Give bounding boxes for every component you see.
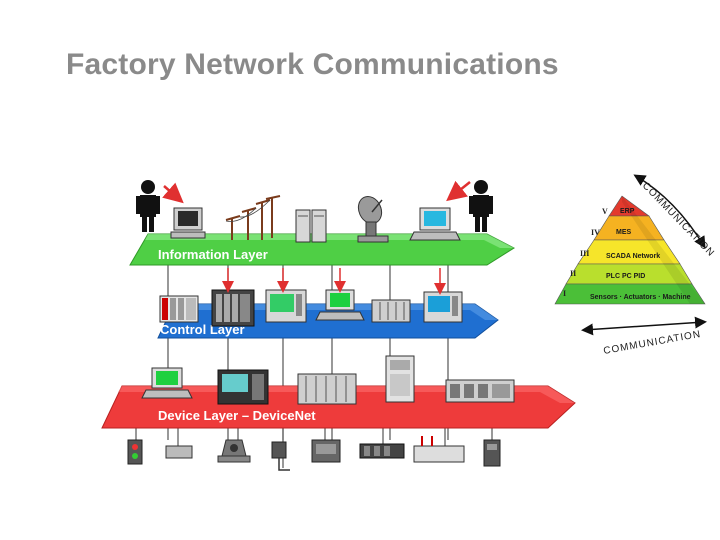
control-rack-icon (211, 289, 255, 327)
sensor-icon (127, 439, 143, 465)
io-module-icon (359, 443, 405, 459)
pyramid-numeral-5: V (602, 207, 608, 216)
feed-arrows (222, 268, 446, 295)
sensor-icon (271, 441, 290, 471)
drive-icon (385, 355, 415, 403)
terminal-block-icon (165, 445, 193, 459)
information-layer-label: Information Layer (158, 247, 268, 262)
pyramid-numeral-1: I (563, 289, 566, 298)
valve-icon (217, 439, 251, 463)
drive-icon (311, 439, 341, 463)
pyramid-level-5-text: ERP (620, 208, 635, 215)
power-lines-icon (225, 195, 281, 240)
server-icon (295, 209, 327, 243)
plc-icon (159, 295, 199, 323)
hmi-panel-icon (265, 289, 307, 323)
computer-icon (170, 207, 206, 239)
pyramid-numeral-4: IV (591, 228, 600, 237)
pyramid-level-1 (554, 283, 706, 305)
actuator-icon (413, 436, 465, 463)
motor-starter-icon (483, 439, 501, 467)
pyramid-level-4-text: MES (616, 229, 632, 236)
plc-icon (297, 373, 357, 405)
device-layer-label: Device Layer – DeviceNet (158, 408, 316, 423)
satellite-dish-icon (357, 195, 389, 243)
pyramid-level-1-text: Sensors · Actuators · Machine (590, 294, 691, 301)
hmi-panel-icon (217, 369, 269, 405)
slide-title: Factory Network Communications (66, 48, 559, 81)
laptop-icon (141, 367, 193, 399)
user-arrow-right (446, 180, 471, 202)
horizontal-communication-label: COMMUNICATION (603, 329, 702, 357)
pyramid-numeral-2: II (570, 269, 576, 278)
person-icon (136, 180, 160, 232)
pyramid-level-2-text: PLC PC PID (606, 273, 645, 280)
io-module-icon (371, 299, 411, 323)
pyramid-level-3-text: SCADA Network (606, 253, 660, 260)
pyramid-numeral-3: III (580, 249, 589, 258)
user-arrow-left (162, 182, 184, 204)
person-icon (469, 180, 493, 232)
laptop-icon (409, 207, 461, 241)
io-module-icon (445, 379, 515, 403)
horizontal-communication-arrow (581, 316, 707, 336)
hmi-panel-icon (423, 291, 463, 323)
automation-pyramid: ERP MES SCADA Network PLC PC PID Sensors… (554, 195, 706, 305)
pyramid-level-4 (593, 215, 665, 241)
vertical-communication-arrow (633, 174, 706, 249)
